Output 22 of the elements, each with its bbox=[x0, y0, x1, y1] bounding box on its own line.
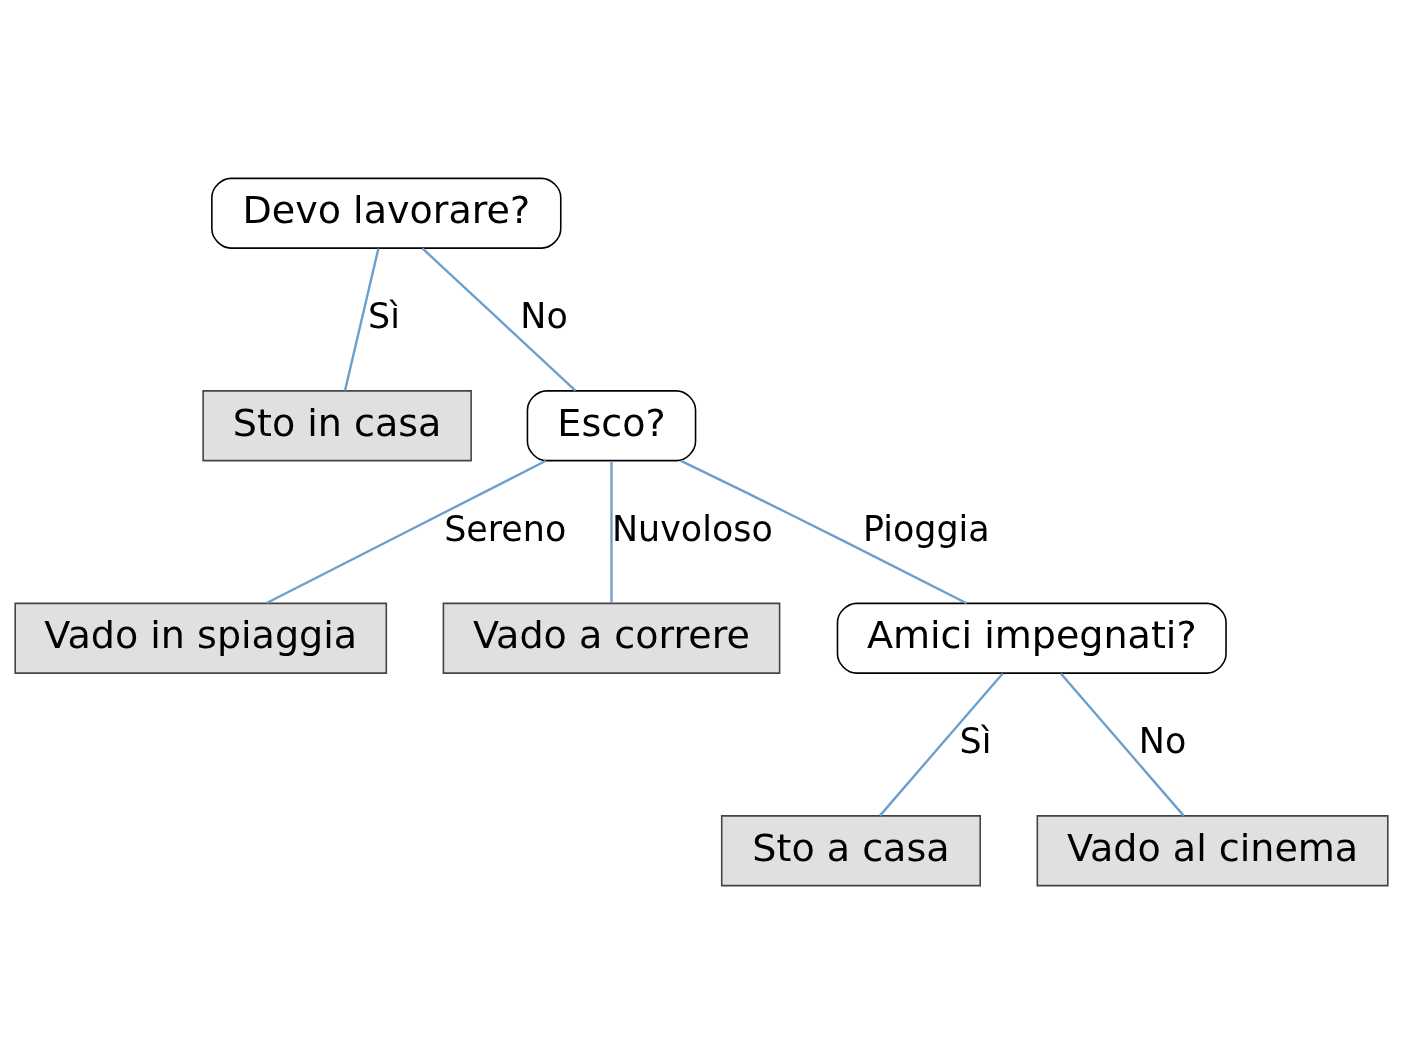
node-box: Sto in casa bbox=[202, 390, 472, 462]
edge-label: No bbox=[520, 296, 568, 337]
connector bbox=[1059, 672, 1185, 817]
connector bbox=[680, 459, 968, 605]
connector bbox=[266, 459, 547, 605]
node-box: Vado a correre bbox=[442, 602, 781, 674]
node-box: Vado al cinema bbox=[1036, 815, 1389, 887]
node-box: Sto a casa bbox=[720, 815, 981, 887]
node-box: Esco? bbox=[526, 390, 697, 462]
edge-label: Sereno bbox=[444, 508, 567, 549]
edge-label: No bbox=[1138, 721, 1187, 762]
connector bbox=[879, 672, 1004, 817]
node-box: Vado in spiaggia bbox=[14, 602, 388, 674]
edge-label: Pioggia bbox=[862, 508, 990, 549]
edge-label: Sì bbox=[368, 296, 400, 337]
node-box: Amici impegnati? bbox=[836, 602, 1227, 674]
connector bbox=[421, 247, 577, 392]
node-box: Devo lavorare? bbox=[211, 177, 562, 249]
edge-label: Nuvoloso bbox=[612, 508, 773, 549]
connector bbox=[610, 460, 613, 604]
connector bbox=[343, 248, 380, 391]
edge-label: Sì bbox=[959, 721, 992, 762]
